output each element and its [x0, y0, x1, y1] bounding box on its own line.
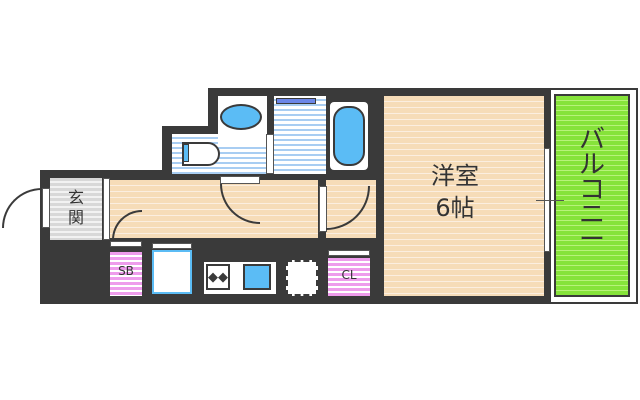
front-door[interactable] — [42, 188, 50, 228]
entrance-char: 関 — [67, 208, 84, 227]
shoe-box-label: SB — [118, 264, 134, 278]
closet-label: CL — [341, 268, 357, 282]
balcony-char: コ — [578, 175, 605, 205]
balcony — [554, 94, 630, 297]
balcony-char: ル — [578, 150, 605, 180]
shoe-box-door — [110, 241, 142, 247]
balcony-char: バ — [578, 125, 605, 155]
refrigerator-door — [152, 243, 192, 249]
stove-icon: ◆◆ — [206, 264, 230, 290]
balcony-char: ニ — [578, 200, 605, 230]
toilet-tank-icon — [183, 144, 189, 162]
bath-door[interactable] — [266, 134, 274, 174]
hand-basin-icon — [220, 104, 262, 130]
entrance-label: 玄 関 — [58, 188, 94, 228]
entrance-step — [103, 178, 110, 240]
window-crosshair-h — [536, 200, 564, 201]
western-room-label: 洋室 6帖 — [400, 160, 510, 224]
bathtub-basin-icon — [333, 106, 365, 166]
washbasin-icon — [276, 98, 316, 104]
closet[interactable] — [328, 258, 370, 296]
room-name: 洋室 — [431, 162, 479, 190]
entrance-char: 玄 — [67, 188, 84, 207]
kitchen-sink-icon — [243, 264, 271, 290]
entrance — [50, 178, 102, 240]
refrigerator-space-icon — [152, 250, 192, 294]
balcony-label: バ ル コ ニ ー — [570, 125, 614, 255]
front-door-swing — [2, 188, 42, 228]
shoe-box[interactable] — [110, 252, 142, 296]
room-size: 6帖 — [435, 194, 475, 222]
western-room — [384, 96, 544, 296]
closet-door — [328, 250, 370, 256]
washer-space-icon — [286, 260, 318, 296]
toilet-door[interactable] — [220, 176, 260, 184]
washroom — [274, 96, 326, 174]
corridor — [110, 180, 318, 238]
balcony-char: ー — [578, 225, 605, 255]
